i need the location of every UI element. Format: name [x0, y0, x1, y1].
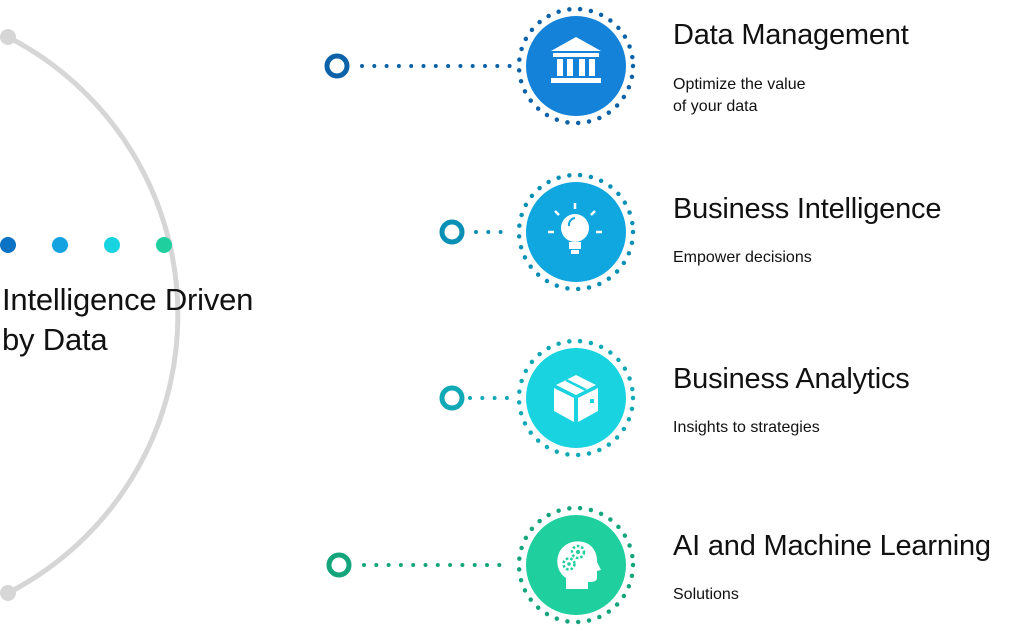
item-business-intelligence-graphic — [439, 172, 636, 292]
legend-dot-3 — [104, 237, 120, 253]
legend-dot-2 — [52, 237, 68, 253]
box-icon — [554, 375, 598, 422]
item-ai-ml-graphic — [326, 505, 636, 625]
item-title-business-intelligence: Business Intelligence — [673, 193, 942, 225]
item-title-ai-ml: AI and Machine Learning — [673, 530, 991, 562]
bank-icon — [551, 37, 601, 83]
item-data-management-graphic — [324, 6, 636, 126]
item-business-analytics-graphic — [439, 338, 636, 458]
item-desc-data-management: Optimize the value of your data — [673, 76, 806, 115]
arc-end-dot — [0, 585, 16, 601]
item-title-data-management: Data Management — [673, 19, 909, 51]
legend-dot-1 — [0, 237, 16, 253]
arc-start-dot — [0, 29, 16, 45]
item-desc-business-analytics: Insights to strategies — [673, 419, 820, 436]
item-title-business-analytics: Business Analytics — [673, 363, 910, 395]
head-gears-icon — [557, 541, 601, 589]
lightbulb-icon — [548, 203, 602, 254]
connecting-arc — [6, 34, 181, 596]
item-desc-ai-ml: Solutions — [673, 586, 739, 603]
item-desc-business-intelligence: Empower decisions — [673, 249, 812, 266]
page-title: Intelligence Driven by Data — [2, 282, 254, 357]
legend-dot-4 — [156, 237, 172, 253]
